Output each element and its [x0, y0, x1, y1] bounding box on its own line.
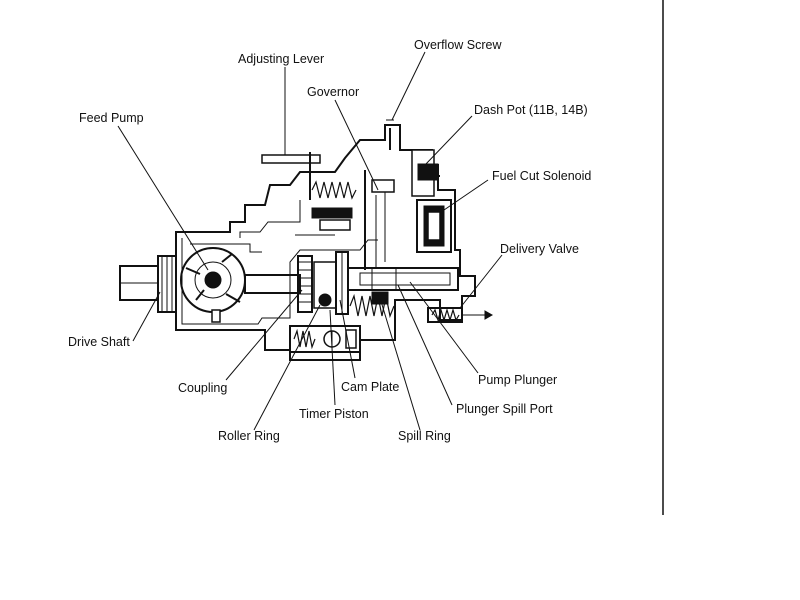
plunger-barrel — [347, 267, 459, 291]
leader-fuel-cut-solenoid — [443, 179, 489, 211]
label-dash-pot: Dash Pot (11B, 14B) — [474, 103, 588, 117]
label-cam-plate: Cam Plate — [341, 380, 399, 394]
label-timer-piston: Timer Piston — [299, 407, 369, 421]
plunger-spring — [349, 293, 395, 319]
leader-drive-shaft — [132, 291, 161, 342]
main-shaft — [244, 274, 301, 294]
leader-overflow-screw — [391, 51, 426, 121]
timer-piston-body — [289, 325, 361, 353]
leader-feed-pump — [117, 125, 209, 271]
label-governor: Governor — [307, 85, 359, 99]
label-roller-ring: Roller Ring — [218, 429, 280, 443]
leader-plunger-spill-port — [397, 284, 453, 406]
governor-spring — [311, 180, 357, 200]
label-coupling: Coupling — [178, 381, 227, 395]
leader-pump-plunger — [409, 281, 479, 374]
adjusting-lever-arm — [261, 154, 321, 164]
leader-governor — [334, 99, 379, 191]
leader-lines — [117, 51, 503, 431]
label-spill-ring: Spill Ring — [398, 429, 451, 443]
leader-timer-piston — [329, 309, 336, 406]
leader-dash-pot — [424, 115, 473, 166]
label-pump-plunger: Pump Plunger — [478, 373, 557, 387]
label-plunger-spill-port: Plunger Spill Port — [456, 402, 553, 416]
label-delivery-valve: Delivery Valve — [500, 242, 579, 256]
leader-spill-ring — [379, 297, 421, 431]
label-overflow-screw: Overflow Screw — [414, 38, 502, 52]
label-feed-pump: Feed Pump — [79, 111, 144, 125]
leader-roller-ring — [253, 304, 321, 431]
governor-weight — [311, 207, 353, 219]
labels: Adjusting Lever Overflow Screw Governor … — [68, 38, 591, 443]
label-adjusting-lever: Adjusting Lever — [238, 52, 324, 66]
leader-delivery-valve — [459, 254, 503, 309]
label-drive-shaft: Drive Shaft — [68, 335, 130, 349]
leader-cam-plate — [339, 299, 356, 379]
leader-coupling — [225, 289, 303, 381]
pump-body-drawing — [119, 119, 494, 361]
label-fuel-cut-solenoid: Fuel Cut Solenoid — [492, 169, 591, 183]
fuel-cut-solenoid-body — [416, 199, 452, 253]
coupling-gear — [297, 255, 313, 313]
